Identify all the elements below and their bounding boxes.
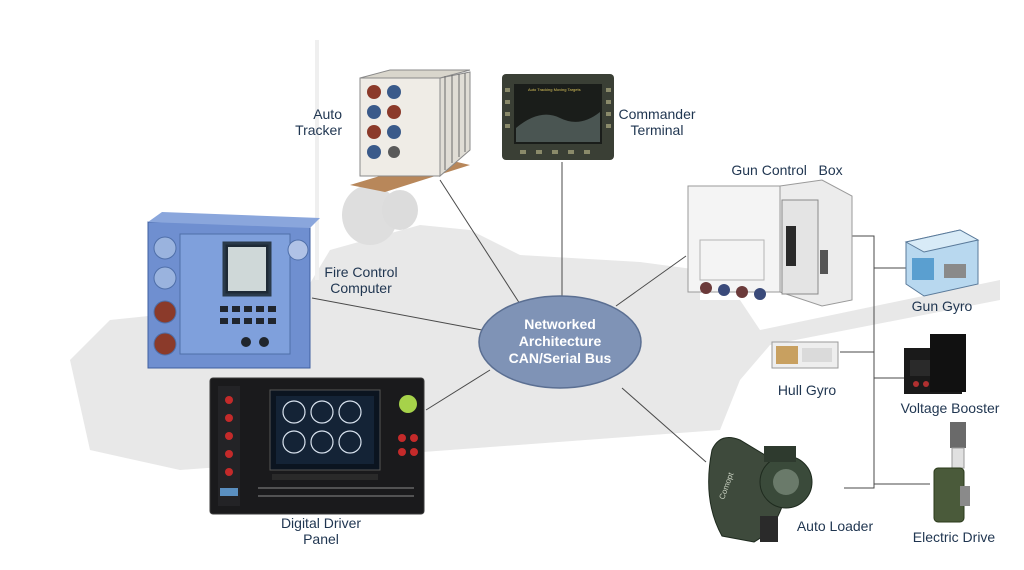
digital-driver-panel-device [209,377,425,515]
gun-gyro-device [904,229,980,297]
gun-control-box-label: Gun Control Box [731,162,843,178]
digital-driver-panel-label-line1: Digital Driver [280,515,362,531]
fire-control-computer-label-line2: Computer [330,280,392,296]
hub-label-line3: CAN/Serial Bus [508,350,612,366]
network-hub [478,295,642,389]
electric-drive-label: Electric Drive [912,529,996,545]
commander-screen-text: Auto Tracking Moving Targets [528,87,581,92]
gun-gyro-label: Gun Gyro [911,298,973,314]
link-fire-control-computer [311,297,483,331]
hull-gyro-device [771,341,839,369]
commander-terminal-label: Commander Terminal [612,106,702,138]
link-gun-control-box [615,255,687,307]
voltage-booster-label: Voltage Booster [900,400,1000,416]
voltage-booster-device [904,334,966,394]
electric-drive-device [933,422,970,523]
auto-loader-label: Auto Loader [796,518,874,534]
connector-lines [311,162,930,489]
hub-label: Networked Architecture CAN/Serial Bus [478,316,642,367]
auto-tracker-label-line1: Auto [313,106,342,122]
auto-tracker-device [350,69,471,192]
digital-driver-panel-label-line2: Panel [303,531,339,547]
fire-control-computer-label: Fire Control Computer [316,264,406,296]
bus-trunk [844,235,875,489]
fire-control-computer-device [147,212,320,369]
auto-loader-device: Comopt [708,437,813,543]
auto-tracker-label-line2: Tracker [295,122,342,138]
hull-gyro-label: Hull Gyro [777,382,837,398]
hub-label-line1: Networked [524,316,596,332]
gun-control-box-device [687,179,853,307]
digital-driver-panel-label: Digital Driver Panel [266,515,376,547]
commander-terminal-label-line2: Terminal [630,122,684,138]
hub-label-line2: Architecture [518,333,602,349]
link-auto-tracker [439,179,521,305]
link-digital-driver-panel [425,369,491,411]
fire-control-computer-label-line1: Fire Control [324,264,398,280]
auto-tracker-label: Auto Tracker [282,106,342,138]
commander-terminal-label-line1: Commander [618,106,696,122]
link-auto-loader [621,387,707,463]
commander-terminal-device: Auto Tracking Moving Targets [502,74,614,160]
